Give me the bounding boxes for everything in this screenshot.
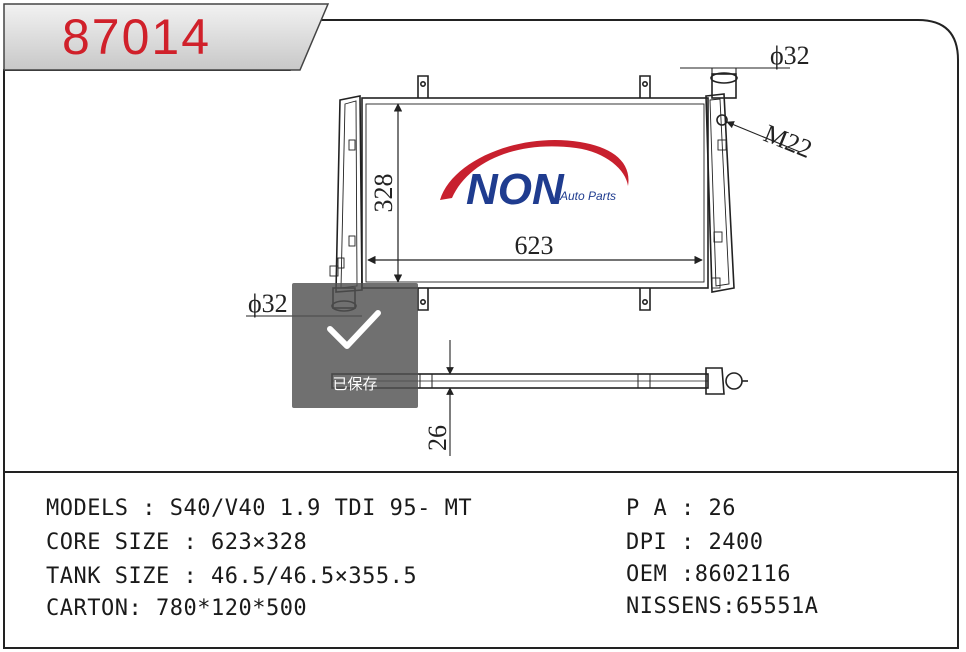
spec-carton-value: 780*120*500 xyxy=(155,596,308,621)
spec-nissens-label: NISSENS xyxy=(626,594,723,619)
spec-tank-label: TANK SIZE xyxy=(46,564,170,589)
radiator-front-view xyxy=(329,72,738,312)
spec-oem: OEM :8602116 xyxy=(626,562,791,587)
saved-label: 已保存 xyxy=(332,375,378,393)
spec-oem-value: 8602116 xyxy=(694,562,791,587)
dim-height-label: 328 xyxy=(369,174,398,213)
checkmark-icon xyxy=(327,310,381,349)
logo-brand-text: NON xyxy=(466,165,565,214)
spec-carton: CARTON: 780*120*500 xyxy=(46,596,308,621)
logo-swoosh xyxy=(440,139,629,200)
logo-tagline: Auto Parts xyxy=(559,189,616,203)
spec-dpi: DPI : 2400 xyxy=(626,530,764,555)
spec-pa-label: P A xyxy=(626,496,668,521)
brand-logo: NON Auto Parts xyxy=(440,139,629,214)
spec-core-label: CORE SIZE xyxy=(46,530,170,555)
spec-tank-value: 46.5/46.5×355.5 xyxy=(210,564,418,589)
spec-core: CORE SIZE : 623×328 xyxy=(46,530,308,555)
spec-nissens-value: 65551A xyxy=(735,594,819,619)
spec-pa: P A : 26 xyxy=(626,496,736,521)
spec-dpi-label: DPI xyxy=(626,530,668,555)
part-number-tab xyxy=(3,3,330,71)
spec-models-label: MODELS xyxy=(46,496,129,521)
spec-tank: TANK SIZE : 46.5/46.5×355.5 xyxy=(46,564,418,589)
spec-oem-label: OEM xyxy=(626,562,668,587)
spec-models-value: S40/V40 1.9 TDI 95- MT xyxy=(169,496,473,521)
saved-toast: 已保存 xyxy=(292,283,418,408)
dim-inlet-label: ϕ32 xyxy=(770,41,810,70)
dim-thread-leader xyxy=(726,121,801,153)
dim-outlet-label: ϕ32 xyxy=(248,289,288,318)
spec-carton-label: CARTON xyxy=(46,596,129,621)
part-number: 87014 xyxy=(62,9,212,65)
dim-thickness-label: 26 xyxy=(423,425,452,451)
dim-thread-label: M22 xyxy=(760,119,816,164)
dim-width-label: 623 xyxy=(515,231,554,260)
spec-dpi-value: 2400 xyxy=(708,530,764,555)
spec-nissens: NISSENS:65551A xyxy=(626,594,819,619)
spec-models: MODELS : S40/V40 1.9 TDI 95- MT xyxy=(46,496,473,521)
outer-frame xyxy=(3,19,959,649)
spec-pa-value: 26 xyxy=(708,496,736,521)
spec-core-value: 623×328 xyxy=(210,530,308,555)
